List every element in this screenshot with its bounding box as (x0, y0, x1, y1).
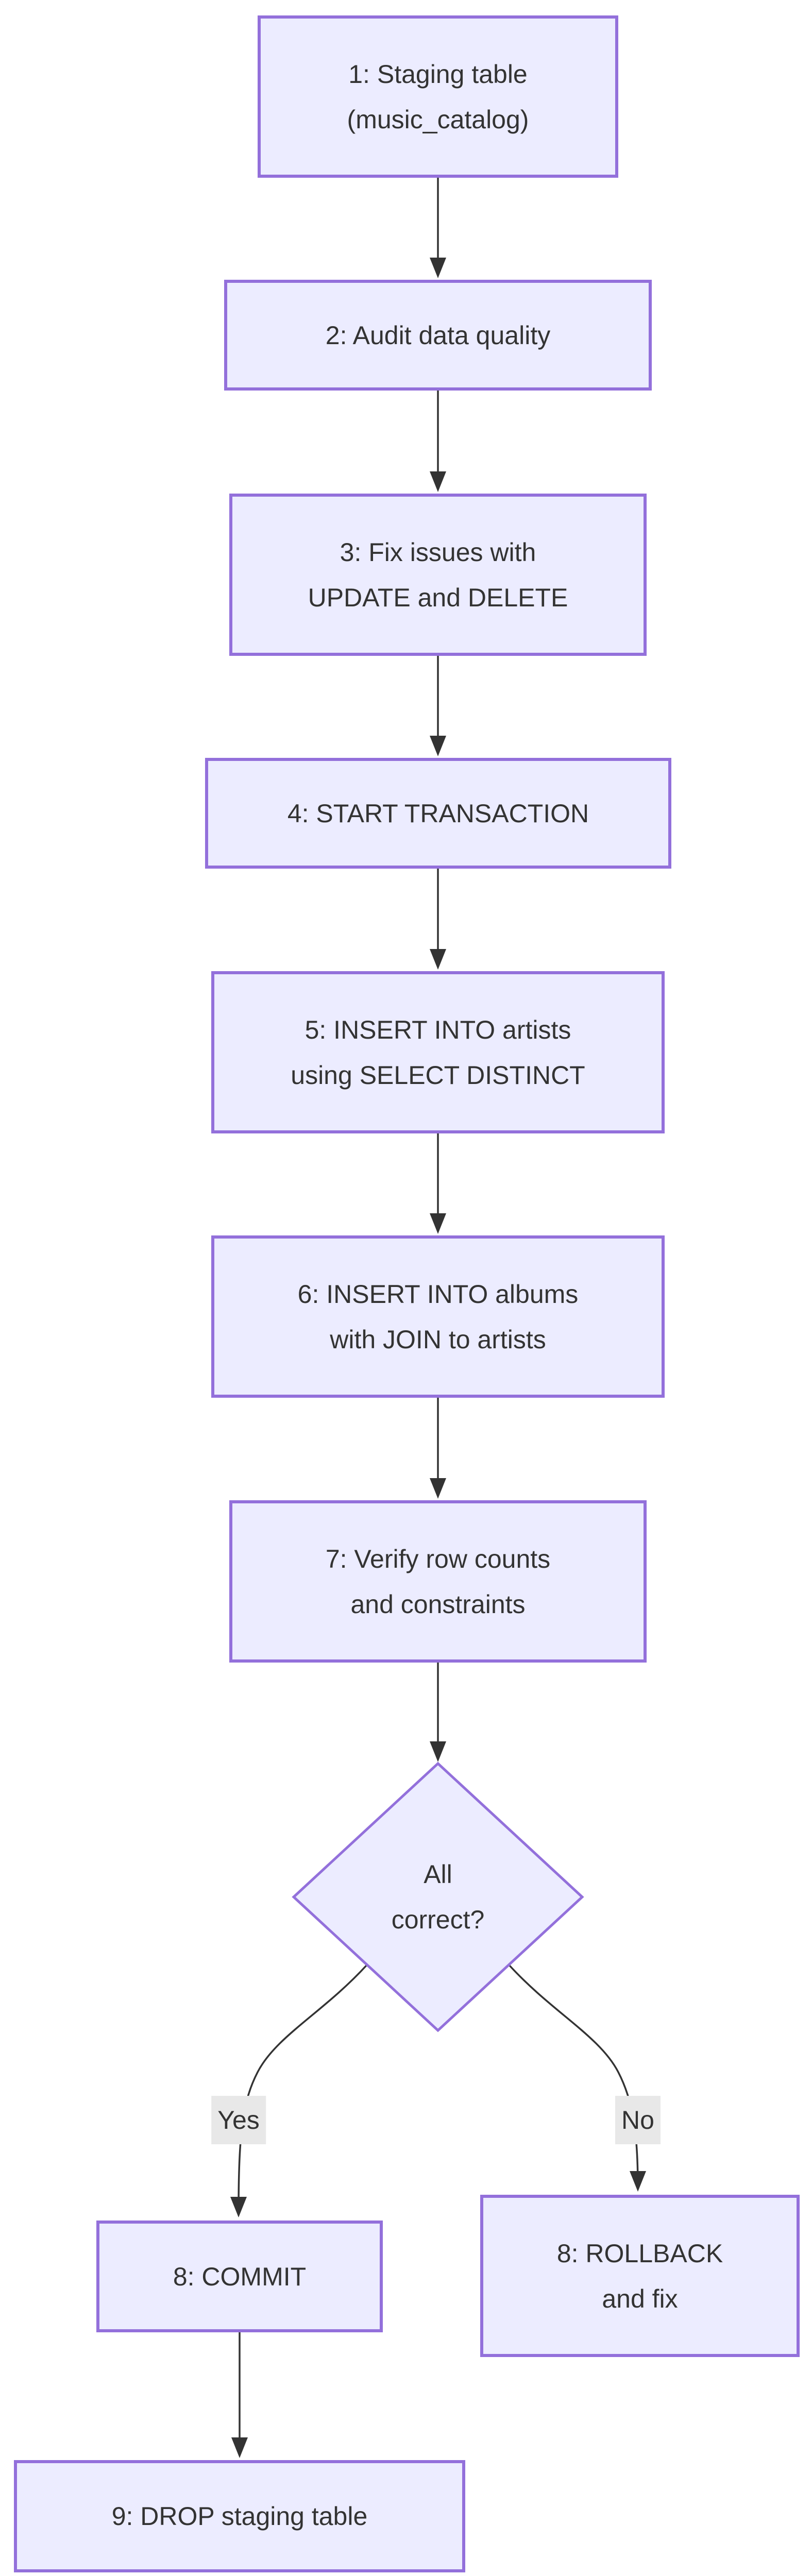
node-step9-label: 9: DROP staging table (111, 2502, 368, 2531)
edge-decision-rollback-no (508, 1964, 646, 2192)
node-step5-label: 5: INSERT INTO artists (304, 1015, 571, 1044)
node-step1-label: 1: Staging table (348, 59, 528, 89)
decision-diamond (292, 1761, 584, 2032)
node-decision-label: All correct? (391, 1860, 485, 1934)
node-step7: 7: Verify row counts and constraints (229, 1500, 647, 1663)
node-step1-label: (music_catalog) (347, 105, 529, 134)
edge-decision-commit-yes (230, 1964, 368, 2217)
node-step3-label: 3: Fix issues with (340, 537, 536, 567)
node-step4-label: 4: START TRANSACTION (287, 799, 589, 828)
node-step6-label: 6: INSERT INTO albums (297, 1279, 579, 1309)
edge-label-no: No (615, 2096, 661, 2144)
node-rollback-label: 8: ROLLBACK (556, 2239, 723, 2268)
node-step7-label: and constraints (350, 1589, 526, 1619)
node-step7-label: 7: Verify row counts (325, 1544, 551, 1573)
node-step5: 5: INSERT INTO artists using SELECT DIST… (211, 971, 665, 1133)
node-step5-label: using SELECT DISTINCT (291, 1060, 585, 1090)
node-step6: 6: INSERT INTO albums with JOIN to artis… (211, 1235, 665, 1398)
node-step3: 3: Fix issues with UPDATE and DELETE (229, 494, 647, 656)
node-step9: 9: DROP staging table (14, 2460, 465, 2572)
node-step1: 1: Staging table (music_catalog) (258, 15, 618, 178)
node-step2: 2: Audit data quality (224, 280, 652, 391)
node-step3-label: UPDATE and DELETE (308, 583, 568, 612)
node-rollback: 8: ROLLBACK and fix (480, 2195, 800, 2357)
edge-label-yes: Yes (211, 2096, 266, 2144)
node-commit-label: 8: COMMIT (173, 2262, 307, 2291)
node-step6-label: with JOIN to artists (330, 1325, 546, 1354)
node-step4: 4: START TRANSACTION (205, 758, 671, 869)
node-commit: 8: COMMIT (96, 2221, 383, 2332)
node-rollback-label: and fix (602, 2284, 678, 2313)
node-step2-label: 2: Audit data quality (325, 320, 551, 350)
